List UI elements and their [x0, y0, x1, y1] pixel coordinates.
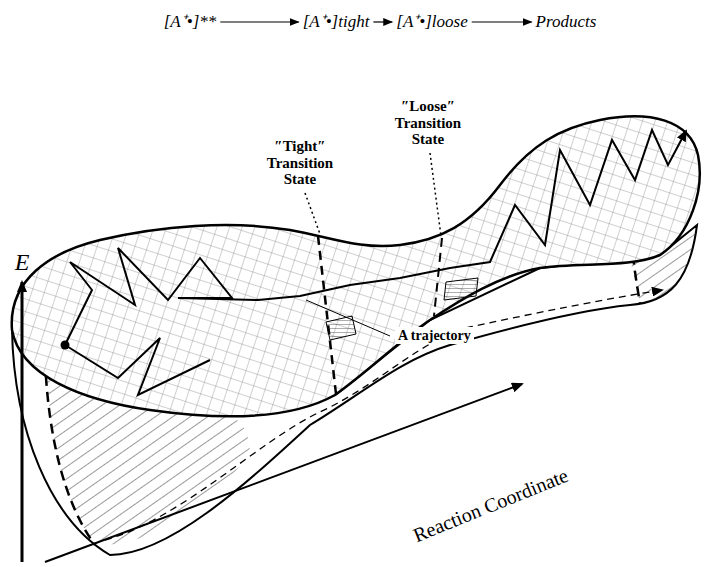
species-text: [A⁺•]loose	[396, 12, 467, 31]
surface-top	[12, 116, 700, 416]
species-text: [A⁺•]tight	[303, 12, 370, 31]
trajectory-label: A trajectory	[395, 327, 474, 344]
tight-ts-line	[318, 236, 336, 394]
surface-top-hatch	[12, 116, 700, 416]
reaction-arrow	[472, 21, 532, 22]
transition-state-label: ″Loose″ Transition State	[382, 98, 474, 148]
trajectory-start	[61, 341, 70, 350]
reaction-coordinate-axis	[45, 384, 522, 562]
leader-line	[430, 153, 441, 236]
species-text: [A⁺•]**	[164, 12, 217, 31]
reaction-arrow	[373, 21, 392, 22]
scheme-term: [A⁺•]**	[161, 10, 220, 34]
leader-line	[306, 300, 390, 336]
axis-label: E	[15, 249, 30, 275]
scheme-term: [A⁺•]tight	[300, 10, 373, 34]
axis-label: Reaction Coordinate	[409, 464, 570, 546]
trajectory	[65, 338, 210, 395]
species-text: Products	[536, 12, 597, 31]
reaction-arrow	[220, 21, 298, 22]
ts-patch	[444, 278, 478, 300]
scheme-term: [A⁺•]loose	[393, 10, 470, 34]
transition-state-label: ″Tight″ Transition State	[254, 138, 346, 188]
loose-ts-line	[434, 238, 442, 316]
trajectory	[65, 130, 686, 345]
leader-line	[305, 193, 320, 234]
scheme-term: Products	[533, 10, 600, 34]
energy-axis	[21, 282, 24, 562]
